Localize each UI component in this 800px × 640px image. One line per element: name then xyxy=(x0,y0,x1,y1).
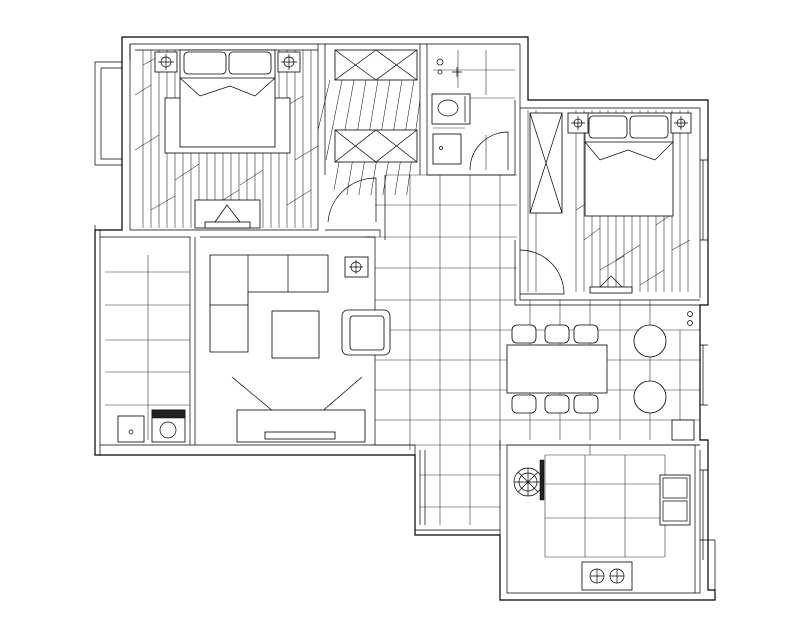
washing-machine-icon xyxy=(117,409,186,443)
toilet-icon xyxy=(431,93,471,125)
coffee-table-icon xyxy=(271,310,320,359)
tv-cabinet-living-icon xyxy=(231,376,366,443)
second-bed-icon xyxy=(567,112,692,294)
armchair-icon xyxy=(341,309,391,356)
sink-icon xyxy=(432,58,462,165)
tv-cabinet-icon xyxy=(194,199,261,229)
door-swing-icon xyxy=(327,131,565,295)
wardrobe-icon xyxy=(334,49,563,214)
walls xyxy=(94,36,716,601)
dining-chair-icon xyxy=(511,324,667,414)
nightstand-lamp-icon xyxy=(154,51,301,73)
dining-table-icon xyxy=(506,344,608,394)
sofa-icon xyxy=(209,254,329,353)
kitchen-tile-grid xyxy=(544,445,666,558)
bed-icon xyxy=(164,49,291,154)
plant-kitchen-icon xyxy=(513,459,545,501)
bathroom-tile-grid xyxy=(433,50,515,170)
kitchen-sink-icon xyxy=(659,474,691,526)
plant-icon xyxy=(344,256,369,278)
balcony-tile-grid xyxy=(105,255,190,440)
cabinet-icon xyxy=(671,311,695,441)
stove-icon xyxy=(581,561,633,591)
